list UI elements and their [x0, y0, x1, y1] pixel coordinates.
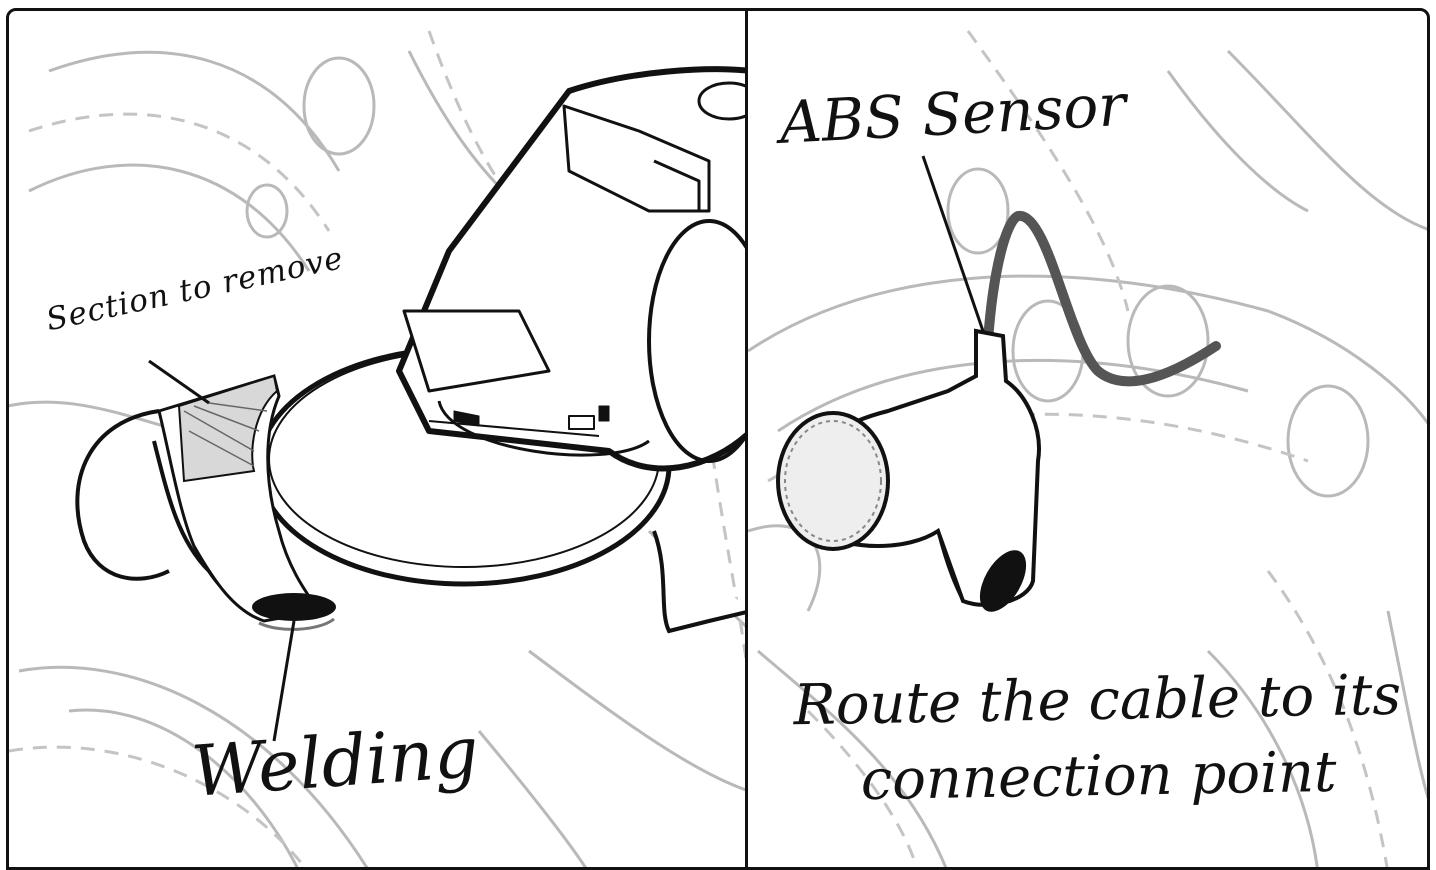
hub-background: [748, 49, 1427, 867]
abs-leader-line: [921, 155, 985, 332]
hub-dashed-lines: [767, 30, 1389, 867]
route-cable-label: Route the cable to its connection point: [793, 662, 1402, 814]
right-panel-drawing: [748, 30, 1427, 867]
sensor-cable: [983, 211, 1221, 387]
welding-leader-line: [272, 620, 296, 742]
weld-mark: [252, 593, 336, 631]
left-panel: Section to remove Welding: [6, 8, 748, 870]
section-leader-line: [148, 359, 210, 405]
right-panel: ABS Sensor Route the cable to its connec…: [745, 8, 1430, 870]
grinder-body: [396, 66, 745, 472]
left-panel-drawing: [9, 30, 745, 867]
bracket-clip: [75, 374, 322, 623]
weld-mark: [979, 550, 1027, 612]
abs-sensor: [776, 328, 1041, 607]
